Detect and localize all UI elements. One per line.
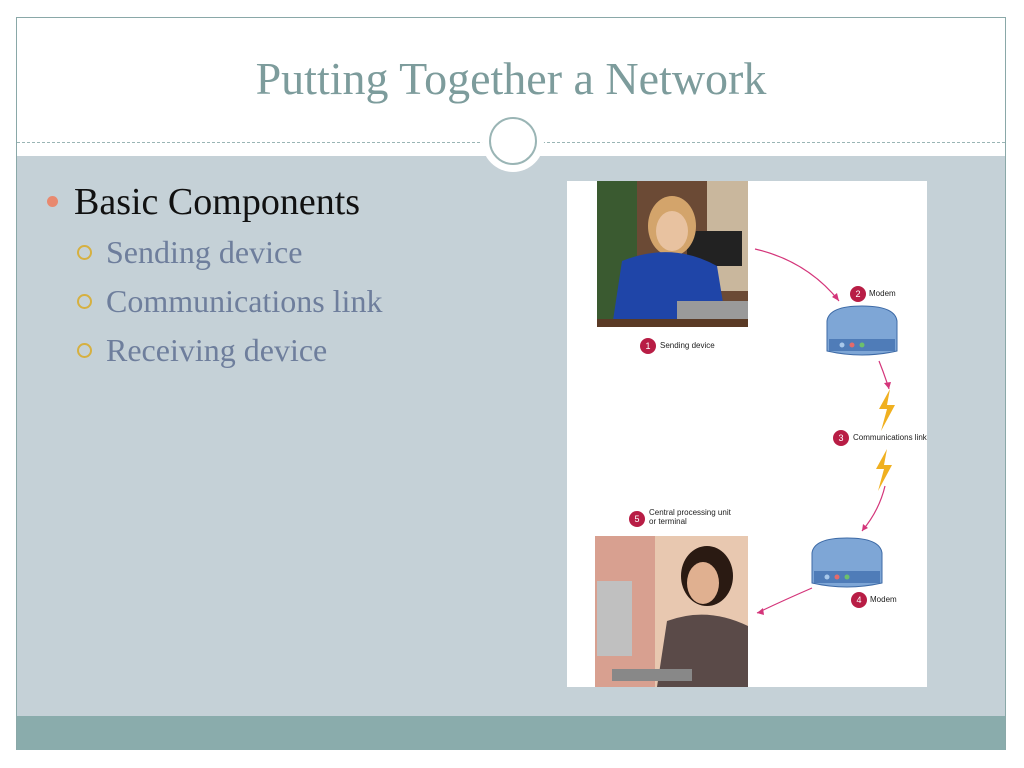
footer-bar (17, 716, 1005, 750)
label-communications-link: Communications link (853, 433, 927, 442)
divider-ring-inner (489, 117, 537, 165)
slide-title: Putting Together a Network (255, 53, 767, 104)
sub-bullet-link: Communications link (77, 283, 382, 320)
bullet-basic-components: Basic Components (47, 180, 360, 224)
step-badge-2: 2 (850, 286, 866, 302)
sub-bullet-text: Sending device (106, 234, 303, 270)
bullet-text: Basic Components (74, 181, 361, 223)
network-diagram: 1 Sending device 2 Modem 3 Communication… (567, 181, 927, 687)
label-sending-device: Sending device (660, 341, 715, 350)
label-cpu-line1: Central processing unit (649, 508, 731, 517)
slide: Putting Together a Network Basic Compone… (16, 17, 1006, 750)
sub-bullet-ring-icon (77, 294, 92, 310)
lightning-icon (876, 389, 895, 491)
sender-photo (597, 181, 748, 327)
sub-bullet-text: Communications link (106, 283, 383, 319)
label-modem-1: Modem (869, 289, 896, 298)
arrow-heads (757, 293, 891, 615)
sub-bullet-ring-icon (77, 245, 92, 261)
bullet-dot-icon (47, 195, 58, 207)
label-modem-2: Modem (870, 595, 897, 604)
modem-icon-2 (811, 537, 883, 588)
label-cpu-line2: or terminal (649, 517, 687, 526)
step-badge-4: 4 (851, 592, 867, 608)
divider-ring-icon (482, 110, 544, 172)
step-badge-5: 5 (629, 511, 645, 527)
step-badge-1: 1 (640, 338, 656, 354)
sub-bullet-sending: Sending device (77, 234, 302, 271)
sub-bullet-receiving: Receiving device (77, 332, 327, 369)
modem-icon (826, 305, 898, 356)
sub-bullet-ring-icon (77, 343, 92, 359)
receiver-photo (595, 536, 748, 687)
step-badge-3: 3 (833, 430, 849, 446)
diagram-graphics (595, 181, 898, 687)
sub-bullet-text: Receiving device (106, 332, 328, 368)
